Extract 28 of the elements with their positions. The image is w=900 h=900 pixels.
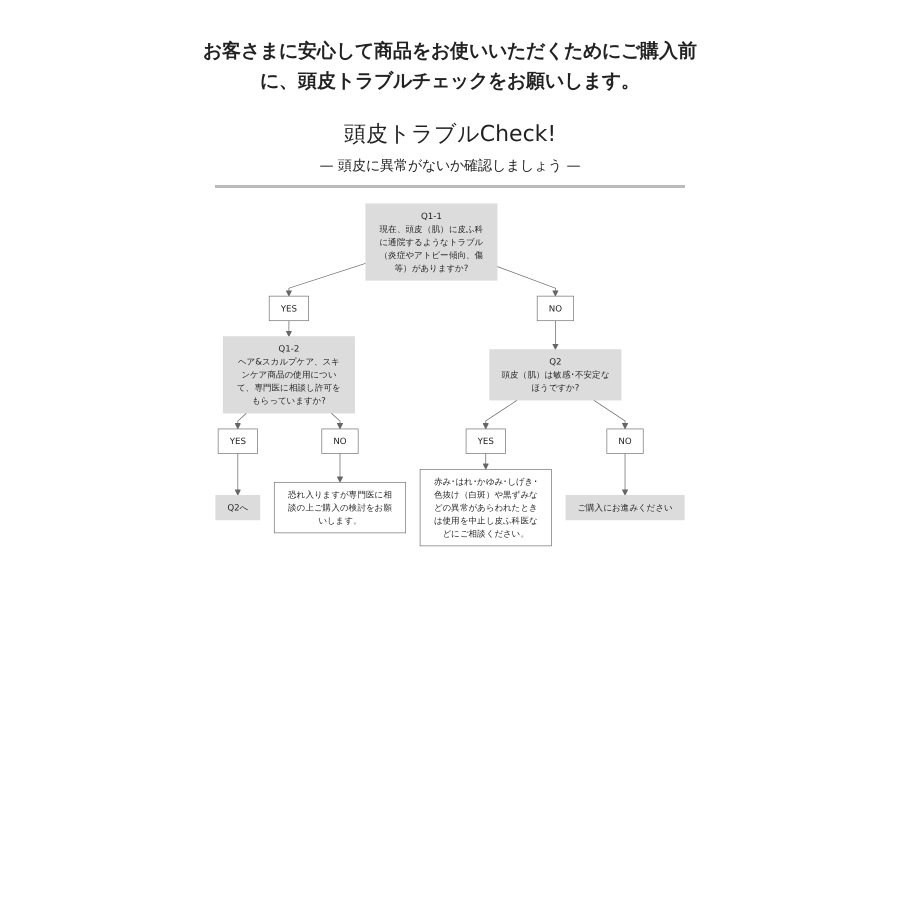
arrow bbox=[552, 320, 559, 350]
arrow bbox=[234, 452, 241, 496]
arrow bbox=[622, 452, 628, 496]
arrow bbox=[330, 412, 344, 429]
node-box: NO bbox=[536, 296, 574, 321]
node-box: Q1-1 現在、頭皮（肌）に皮ふ科に通院するようなトラブル（炎症やアトピー傾向、傷等）がありますか? bbox=[365, 203, 498, 280]
arrow bbox=[336, 452, 344, 482]
node-box: 恐れ入りますが専門医に相談の上ご購入の検討をお願いします。 bbox=[274, 482, 406, 533]
arrow bbox=[234, 412, 247, 429]
node-box: NO bbox=[606, 428, 644, 454]
node-box: Q1-2 ヘア&スカルプケア、スキンケア商品の使用について、専門医に相談し許可をもらっていますか? bbox=[222, 336, 355, 414]
node-box: ご購入にお進みください bbox=[566, 494, 685, 520]
title: 頭皮トラブルCheck! bbox=[344, 120, 556, 149]
intro-text: お客さまに安心して商品をお使いいただくためにご購入前に、頭皮トラブルチェックをお願いします。 bbox=[202, 39, 698, 94]
node-box: Q2 頭皮（肌）は敏感･不安定なほうですか? bbox=[489, 348, 622, 400]
arrow bbox=[482, 452, 489, 470]
node-box: YES bbox=[268, 296, 309, 321]
node-box: YES bbox=[218, 428, 258, 454]
arrow bbox=[286, 320, 292, 337]
arrow bbox=[496, 266, 559, 296]
arrow bbox=[482, 400, 518, 429]
node-box: NO bbox=[321, 428, 359, 454]
arrow bbox=[286, 262, 366, 296]
arrow bbox=[593, 400, 628, 429]
node-box: YES bbox=[466, 428, 506, 454]
node-box: 赤み･はれ･かゆみ･しげき･色抜け（白斑）や黒ずみなどの異常があらわれたときは使用を中止し皮ふ科医などにご相談ください。 bbox=[420, 468, 552, 546]
node-box: Q2へ bbox=[215, 494, 260, 520]
subtitle: — 頭皮に異常がないか確認しましょう — bbox=[215, 156, 685, 188]
